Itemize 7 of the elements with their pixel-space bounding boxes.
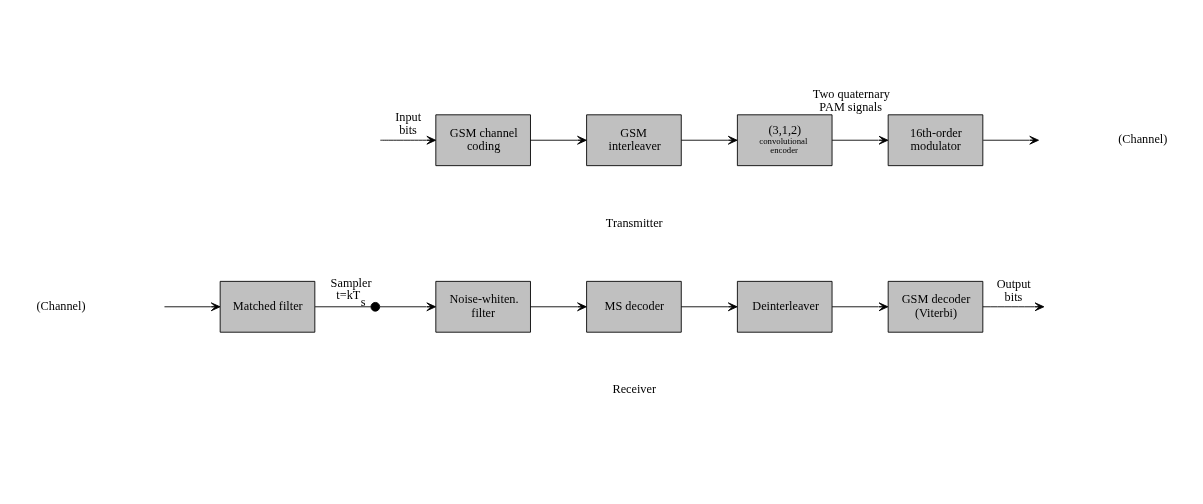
edge-label: Output bits xyxy=(996,276,1031,304)
label: Receiver xyxy=(612,382,657,397)
edge-label: Input bits xyxy=(395,110,422,138)
label: (Channel) xyxy=(1118,132,1168,147)
node-label: Two quaternary PAM signals xyxy=(812,87,890,115)
label: (Channel) xyxy=(36,299,86,314)
label: Transmitter xyxy=(605,215,663,230)
